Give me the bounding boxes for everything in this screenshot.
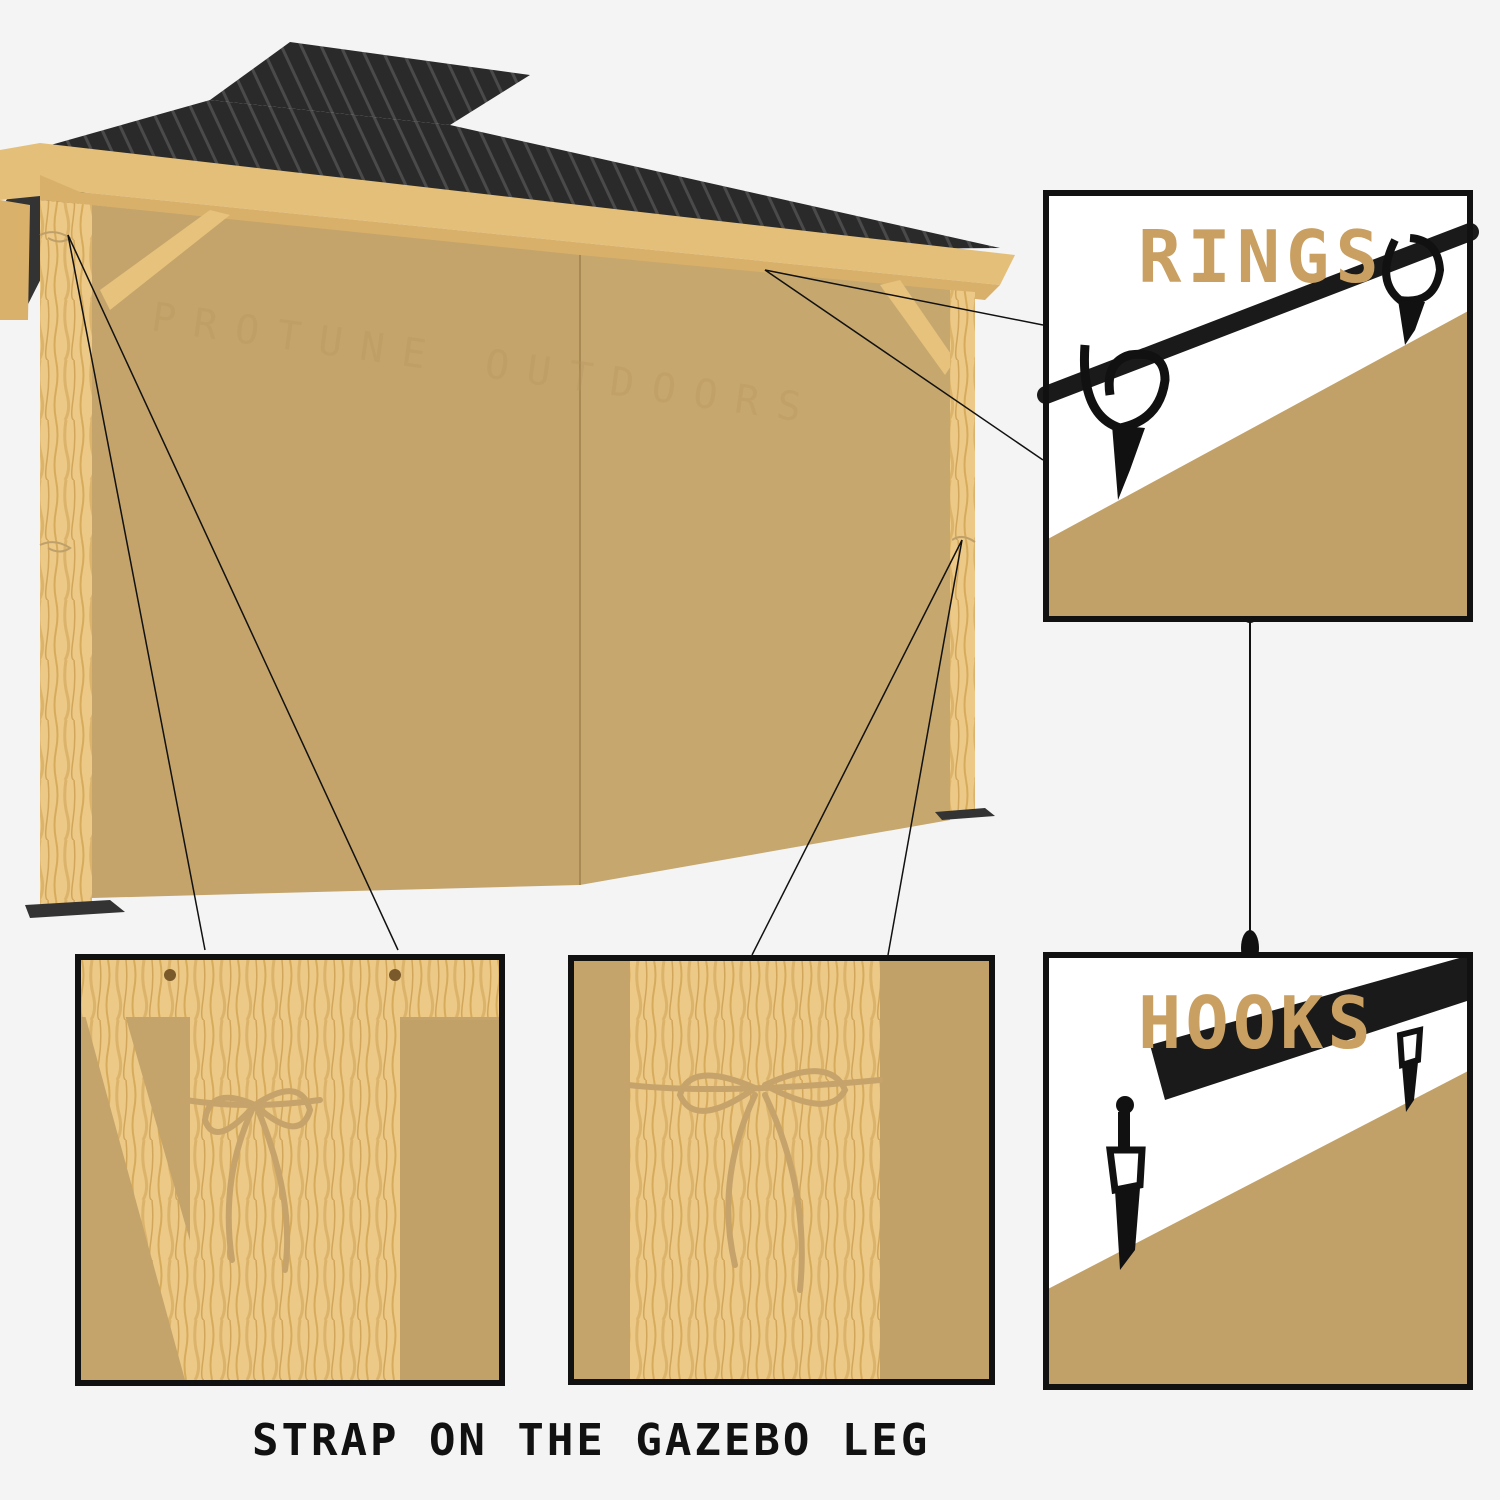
far-left-post bbox=[0, 200, 30, 320]
right-brace bbox=[880, 280, 955, 375]
post-tie-left-mid bbox=[39, 541, 72, 553]
right-post bbox=[950, 290, 975, 815]
roof-top-tier bbox=[210, 42, 530, 125]
hooks-label: HOOKS bbox=[1138, 981, 1375, 1065]
roof-main bbox=[40, 100, 1000, 250]
left-post bbox=[40, 200, 92, 910]
rope-bow-icon bbox=[182, 1088, 323, 1273]
right-base-plate bbox=[935, 808, 995, 820]
callout-lines bbox=[67, 234, 1251, 956]
left-brace bbox=[100, 210, 230, 310]
curtain-hook-icon-2 bbox=[1396, 1026, 1424, 1112]
curtain-hook-icon bbox=[1106, 1096, 1146, 1270]
strap-detail-panel-right bbox=[568, 955, 995, 1385]
rope-bow-icon-2 bbox=[625, 1068, 883, 1293]
hooks-detail-panel: HOOKS bbox=[1043, 952, 1473, 1390]
top-beam-front bbox=[40, 175, 1000, 300]
rings-detail-panel: RINGS bbox=[1037, 190, 1479, 622]
left-base-plate bbox=[25, 900, 125, 918]
rings-label: RINGS bbox=[1138, 215, 1385, 299]
curtain-track bbox=[1150, 955, 1470, 1100]
curtain-right-panel bbox=[580, 255, 950, 885]
top-beam bbox=[0, 143, 1015, 285]
strap-caption: STRAP ON THE GAZEBO LEG bbox=[252, 1415, 930, 1466]
post-tie-right-mid bbox=[951, 536, 976, 543]
strap-detail-panel-left bbox=[75, 954, 505, 1386]
curtain-left-panel bbox=[92, 205, 580, 898]
curtain-ring-icon bbox=[1079, 344, 1170, 500]
curtain-ring-icon-2 bbox=[1382, 234, 1445, 345]
gazebo-illustration: PROTUNE OUTDOORS bbox=[0, 42, 1015, 918]
